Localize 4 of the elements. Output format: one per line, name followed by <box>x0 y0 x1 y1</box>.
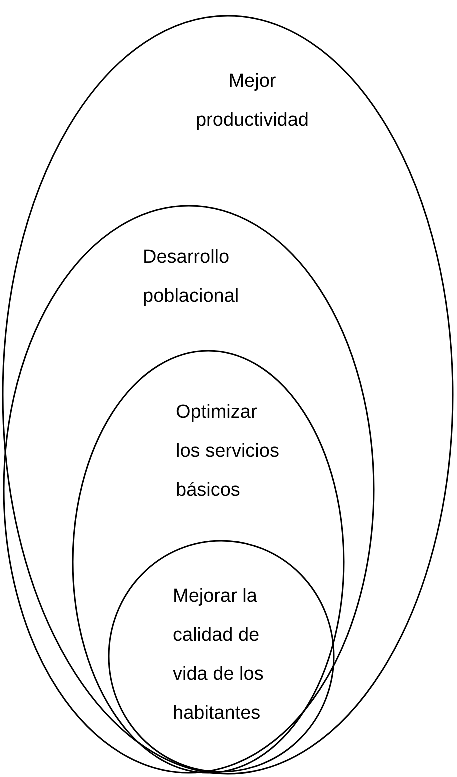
oval-label: Mejor productividad <box>194 70 310 133</box>
oval-label: Mejorar la calidad de vida de los habitantes <box>173 585 265 726</box>
oval-label: Desarrollo poblacional <box>143 246 240 309</box>
oval-label: Optimizar los servicios básicos <box>176 401 280 503</box>
